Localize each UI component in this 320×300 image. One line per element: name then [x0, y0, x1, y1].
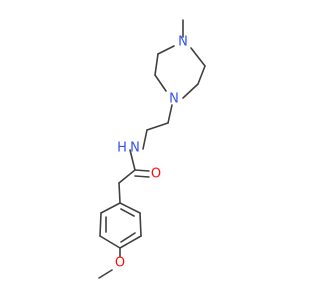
bond-ring-2	[154, 53, 159, 76]
atom-n-amide: N	[130, 141, 140, 156]
bond-benzene-1	[100, 202, 121, 214]
bond-linker-2	[146, 122, 169, 131]
bond-benzene-2	[99, 212, 102, 237]
bond-methoxy-methyl	[98, 269, 113, 279]
bond-carbonyl-double-a	[134, 169, 150, 172]
bond-benzene-4	[119, 235, 142, 249]
bond-benzene-3	[99, 235, 121, 249]
bond-carbonyl-ch2	[118, 169, 136, 184]
bond-linker-3	[142, 129, 148, 150]
bond-benzene-inner-2	[120, 232, 136, 243]
bond-layer	[98, 19, 206, 279]
atom-label-layer: N N N H O O	[115, 35, 188, 271]
bond-carbonyl-double-b	[134, 175, 150, 178]
bond-benzene-5	[139, 212, 142, 237]
bond-amide-n-carbonyl	[129, 149, 136, 171]
bond-linker-1	[167, 104, 173, 124]
atom-n-ring: N	[169, 92, 179, 107]
atom-n-methyl: N	[178, 35, 188, 50]
bond-ring-4	[182, 83, 199, 99]
bond-ring-1	[157, 45, 175, 55]
chemical-structure-diagram: N N N H O O	[98, 19, 206, 279]
bond-ring-3	[154, 74, 167, 92]
bond-benzene-6	[119, 202, 141, 214]
bond-benzene-inner-3	[120, 208, 135, 217]
atom-h-amide: H	[117, 141, 127, 156]
atom-o-methoxy: O	[115, 256, 125, 271]
bond-ring-6	[190, 47, 206, 67]
bond-ch2-aryl	[118, 182, 121, 204]
atom-o-carbonyl: O	[151, 167, 161, 182]
bond-ring-5	[197, 65, 206, 85]
